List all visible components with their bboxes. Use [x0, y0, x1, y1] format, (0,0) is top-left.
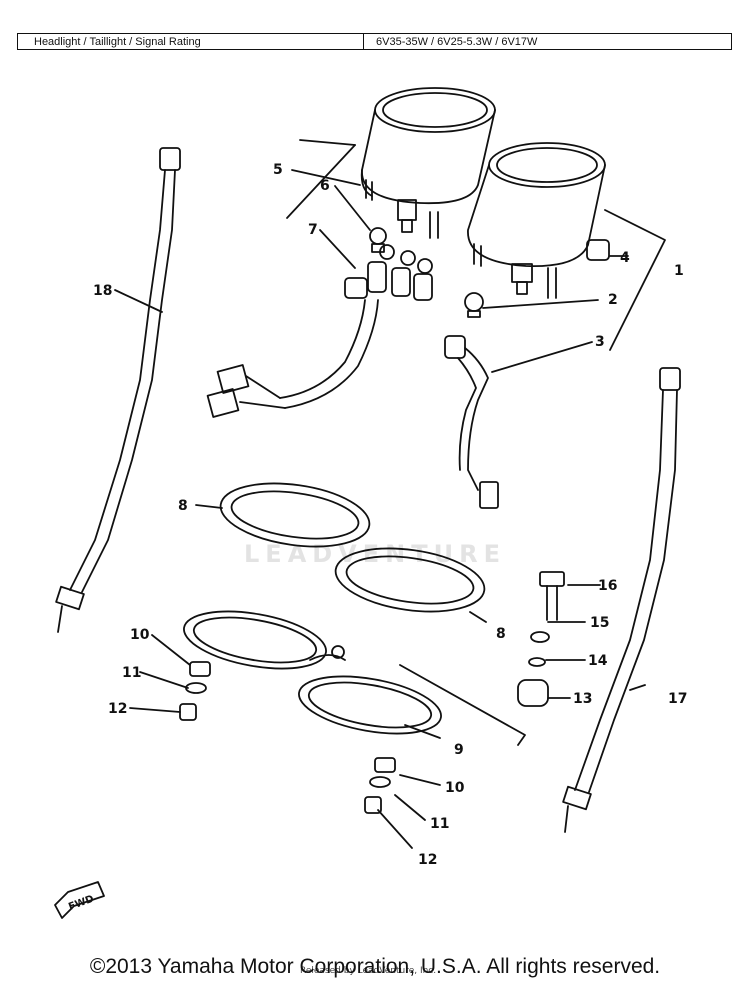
- callout-15: 15: [590, 615, 609, 631]
- callout-16: 16: [598, 578, 617, 594]
- callout-8-upper: 8: [178, 498, 188, 514]
- callout-7: 7: [308, 222, 318, 238]
- callout-18: 18: [93, 283, 112, 299]
- callout-3: 3: [595, 334, 605, 350]
- speedometer-cable: [55, 147, 181, 633]
- callout-5: 5: [273, 162, 283, 178]
- callout-8-lower: 8: [496, 626, 506, 642]
- rating-header: Headlight / Taillight / Signal Rating 6V…: [17, 33, 732, 50]
- callout-17: 17: [668, 691, 687, 707]
- copyright-footer: ©2013 Yamaha Motor Corporation, U.S.A. A…: [89, 955, 661, 978]
- tachometer-cable: [562, 367, 681, 833]
- callout-6: 6: [320, 178, 330, 194]
- callout-12-left: 12: [108, 701, 127, 717]
- release-credit: Released by LeadVenture, Inc.: [300, 966, 437, 976]
- callout-12-lower: 12: [418, 852, 437, 868]
- fwd-arrow-label: FWD: [67, 894, 95, 913]
- rating-label: Headlight / Taillight / Signal Rating: [18, 34, 364, 49]
- callout-11-lower: 11: [430, 816, 449, 832]
- callout-2: 2: [608, 292, 618, 308]
- callout-4: 4: [620, 250, 630, 266]
- callout-10-lower: 10: [445, 780, 465, 796]
- callout-11-left: 11: [122, 665, 141, 681]
- rating-value: 6V35-35W / 6V25-5.3W / 6V17W: [376, 35, 538, 48]
- callout-10-left: 10: [130, 627, 150, 643]
- callout-13: 13: [573, 691, 592, 707]
- callout-14: 14: [588, 653, 608, 669]
- socket-cluster: [279, 244, 433, 409]
- meter-housing-right: [467, 142, 610, 299]
- meter-housing-left: [360, 87, 496, 239]
- callout-1: 1: [674, 263, 684, 279]
- callout-9: 9: [454, 742, 464, 758]
